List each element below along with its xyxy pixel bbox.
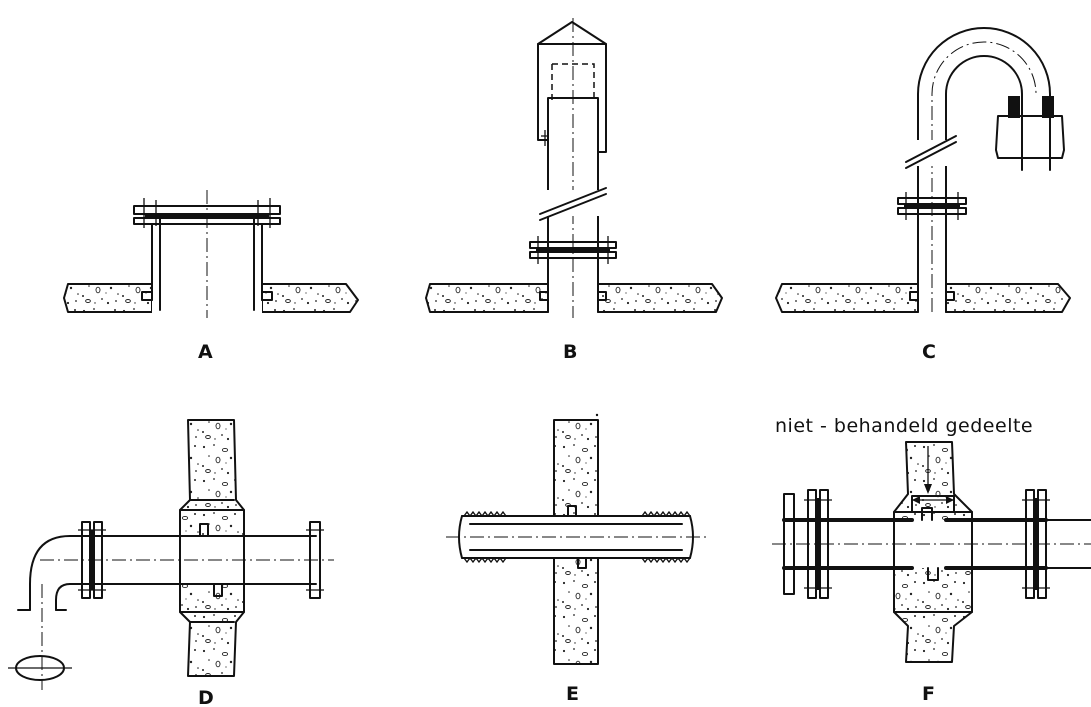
figure-b: B	[425, 18, 723, 363]
floor-slab-c-right	[945, 283, 1071, 313]
figure-c: C	[775, 27, 1071, 363]
figure-f: niet - behandeld gedeelte F	[772, 415, 1091, 705]
floor-slab-c	[775, 283, 919, 313]
floor-slab-b	[425, 283, 549, 313]
label-c: C	[922, 341, 936, 363]
floor-slab-b-right	[597, 283, 723, 313]
label-a: A	[198, 341, 213, 363]
untreated-section-note: niet - behandeld gedeelte	[775, 415, 1033, 437]
figure-d: D	[8, 419, 334, 707]
floor-slab-a	[63, 283, 153, 313]
figure-a: A	[63, 190, 359, 363]
label-b: B	[563, 341, 577, 363]
label-e: E	[566, 683, 579, 705]
label-d: D	[198, 687, 214, 707]
figure-e: E	[446, 413, 706, 705]
label-f: F	[922, 683, 935, 705]
floor-slab-a-right	[261, 283, 359, 313]
